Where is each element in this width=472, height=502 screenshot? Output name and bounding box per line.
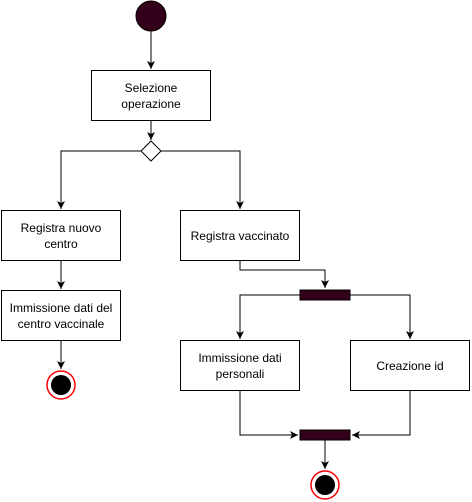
node-immissione-dati-centro: Immissione dati del centro vaccinale — [1, 290, 121, 341]
initial-node — [135, 0, 167, 32]
node-registra-vaccinato: Registra vaccinato — [180, 210, 300, 261]
final-node-left — [46, 370, 76, 400]
edge-decision-to-registra-centro — [57, 150, 141, 209]
node-label: Immissione dati personali — [198, 350, 282, 381]
final-node-right — [310, 470, 340, 500]
edge-registra-vaccinato-to-fork — [239, 261, 329, 288]
fork-bar — [299, 289, 351, 301]
join-bar — [299, 429, 351, 441]
node-selezione-operazione: Selezione operazione — [91, 70, 211, 121]
edge-immissione-personali-to-join — [239, 391, 298, 439]
node-label: Registra nuovo centro — [20, 220, 102, 251]
node-immissione-dati-personali: Immissione dati personali — [180, 340, 300, 391]
node-label: Creazione id — [376, 358, 444, 373]
edge-fork-to-creazione-id — [350, 294, 414, 339]
decision-node — [140, 140, 162, 162]
edge-decision-to-registra-vaccinato — [161, 150, 244, 209]
node-registra-nuovo-centro: Registra nuovo centro — [1, 210, 121, 261]
node-label: Immissione dati del centro vaccinale — [9, 300, 113, 331]
edge-fork-to-immissione-personali — [236, 294, 300, 339]
edge-creazione-id-to-join — [352, 391, 411, 439]
node-label: Selezione operazione — [121, 80, 181, 111]
node-creazione-id: Creazione id — [350, 340, 470, 391]
node-label: Registra vaccinato — [190, 228, 290, 243]
